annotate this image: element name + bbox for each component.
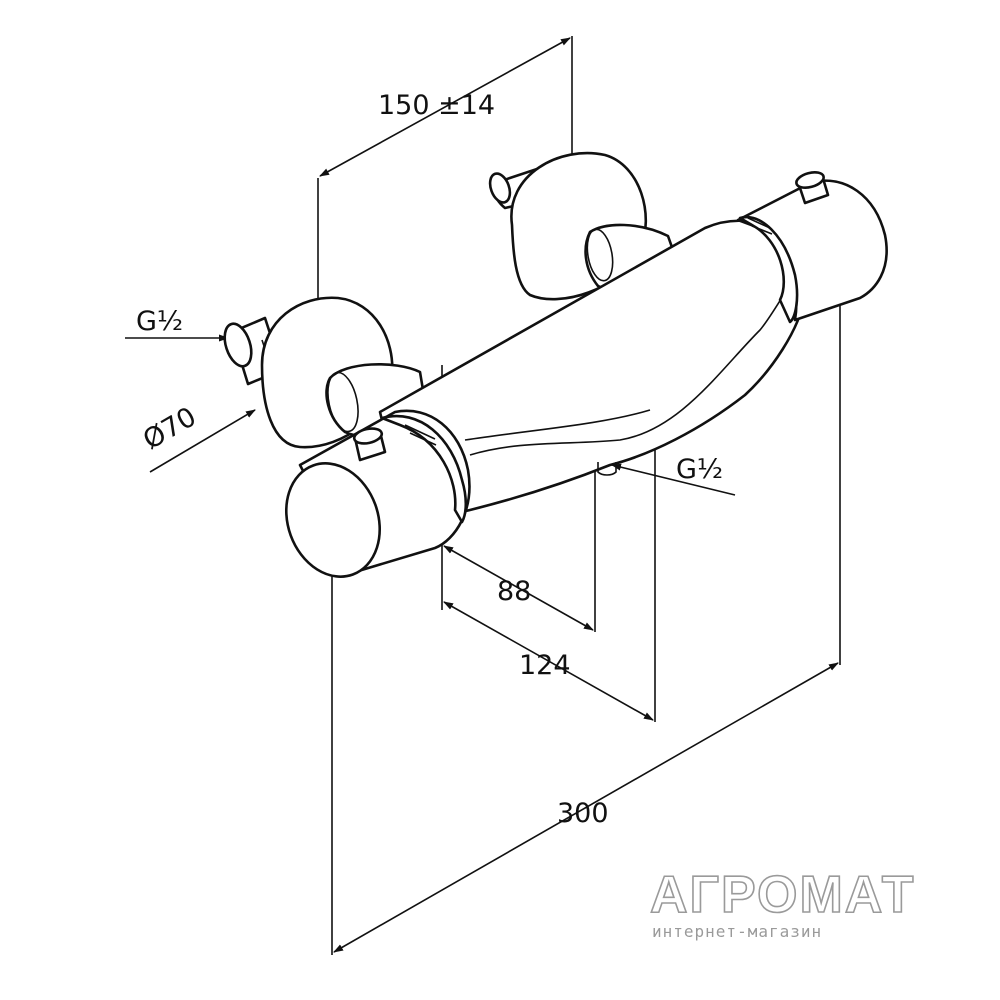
thermostatic-mixer — [223, 151, 888, 578]
back-connector — [488, 151, 682, 301]
watermark-brand: АГРОМАТ — [650, 866, 916, 924]
outlet-stub — [597, 462, 617, 476]
dim-width-between-inlets: 150 ±14 — [378, 90, 495, 121]
dim-outlet-offset-long: 124 — [519, 650, 571, 681]
watermark: АГРОМАТ интернет-магазин — [649, 865, 916, 941]
dim-thread-bottom: G½ — [676, 454, 723, 485]
dim-thread-left: G½ — [136, 306, 183, 337]
dim-overall-length: 300 — [557, 798, 609, 829]
left-handle — [284, 409, 471, 578]
dim-outlet-offset-short: 88 — [497, 576, 531, 607]
watermark-tagline: интернет-магазин — [652, 922, 822, 941]
dimension-lines — [125, 36, 841, 955]
right-handle — [736, 171, 888, 324]
